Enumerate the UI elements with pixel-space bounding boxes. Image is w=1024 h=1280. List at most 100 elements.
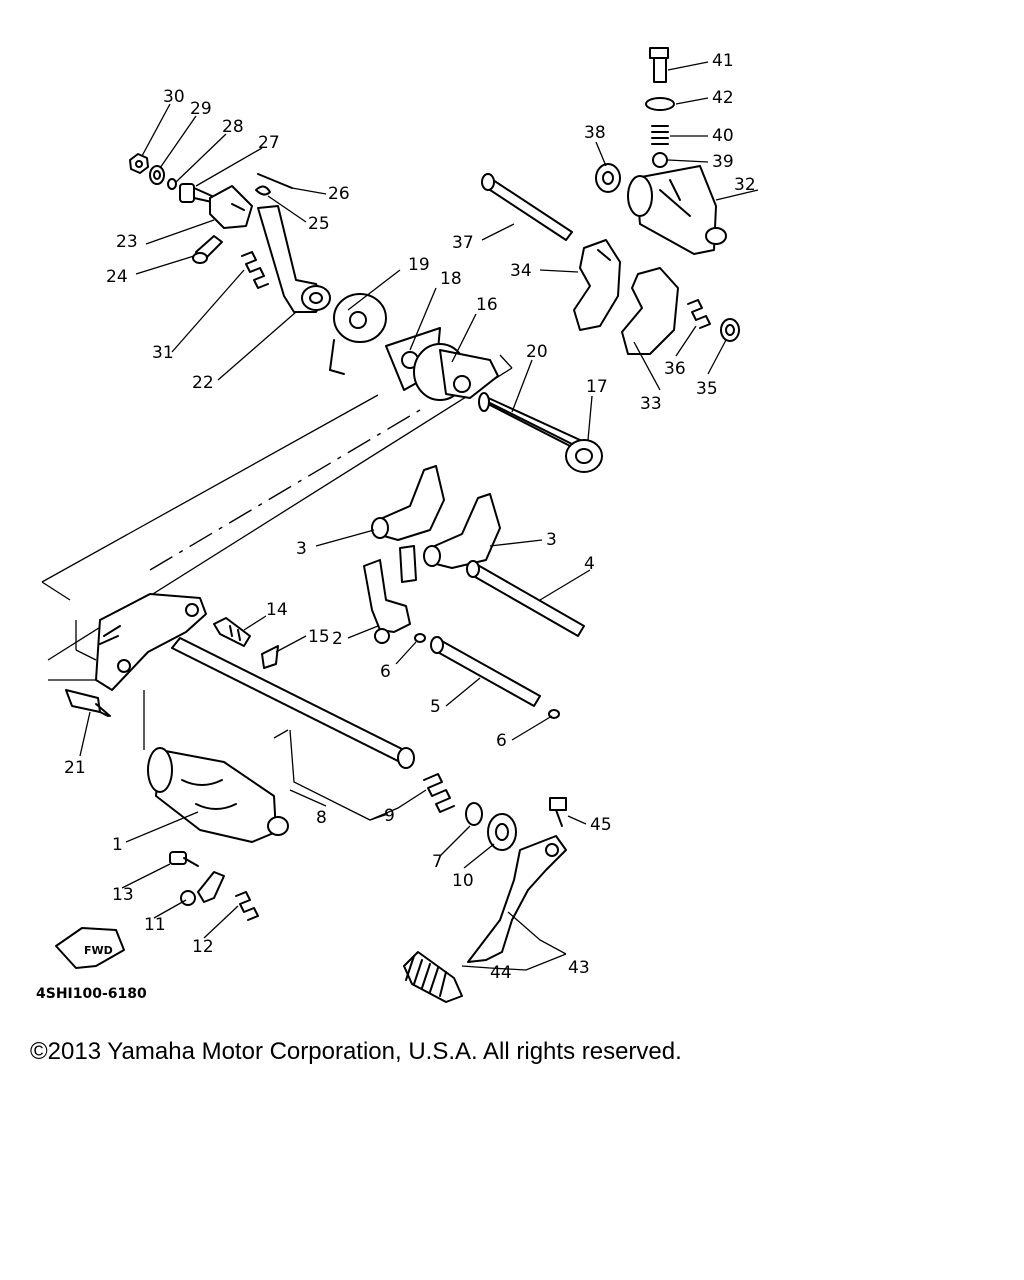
part-34-shift-fork [573, 239, 621, 331]
part-24-pin [192, 235, 223, 264]
callout-5: 5 [430, 697, 441, 717]
callout-40: 40 [712, 126, 734, 146]
callout-42: 42 [712, 88, 734, 108]
callout-41: 41 [712, 51, 734, 71]
callout-28: 28 [222, 117, 244, 137]
part-31-spring [241, 251, 269, 289]
callout-44: 44 [490, 963, 512, 983]
part-37-shaft [481, 173, 573, 241]
part-36-spring [687, 299, 711, 329]
part-3-shift-fork-right [423, 493, 501, 569]
callout-labels: 30 29 28 27 26 25 23 24 31 22 19 18 16 2… [64, 51, 756, 983]
callout-23: 23 [116, 232, 138, 252]
part-19-segment-plate [329, 293, 387, 375]
part-35-washer [720, 318, 740, 342]
callout-37: 37 [452, 233, 474, 253]
callout-15: 15 [308, 627, 330, 647]
callout-30: 30 [163, 87, 185, 107]
callout-16: 16 [476, 295, 498, 315]
callout-34: 34 [510, 261, 532, 281]
part-23-lever-end [209, 185, 253, 229]
callout-22: 22 [192, 373, 214, 393]
part-15-lock-washer [261, 645, 279, 669]
part-6-clip [414, 633, 426, 643]
part-11-stopper-lever [180, 871, 225, 906]
part-27-bolt [179, 183, 213, 203]
callout-32: 32 [734, 175, 756, 195]
part-5-guide-bar [430, 636, 541, 707]
part-2-shift-fork [363, 545, 417, 644]
part-13-bolt [169, 851, 199, 867]
callout-39: 39 [712, 152, 734, 172]
callout-45: 45 [590, 815, 612, 835]
callout-17: 17 [586, 377, 608, 397]
callout-12: 12 [192, 937, 214, 957]
callout-3-left: 3 [296, 539, 307, 559]
part-44-pedal-rubber [403, 951, 463, 1003]
part-28-ring [167, 178, 177, 190]
part-6-clip-lower [548, 709, 560, 719]
part-code: 4SHI100-6180 [36, 986, 147, 1002]
part-45-bolt [549, 797, 567, 827]
part-9-spring [423, 773, 455, 813]
callout-43: 43 [568, 958, 590, 978]
callout-1: 1 [112, 835, 123, 855]
callout-13: 13 [112, 885, 134, 905]
part-33-shift-fork [621, 267, 679, 355]
copyright-notice: ©2013 Yamaha Motor Corporation, U.S.A. A… [30, 1038, 682, 1065]
part-7-washer [465, 802, 483, 826]
callout-26: 26 [328, 184, 350, 204]
callout-4: 4 [584, 554, 595, 574]
callout-10: 10 [452, 871, 474, 891]
part-1-shift-drum [147, 747, 289, 843]
callout-38: 38 [584, 123, 606, 143]
part-21-bolt [65, 689, 111, 717]
fwd-arrow-icon: FWD [55, 927, 125, 969]
part-38-bearing [595, 163, 621, 193]
callout-6-upper: 6 [380, 662, 391, 682]
callout-18: 18 [440, 269, 462, 289]
callout-9: 9 [384, 806, 395, 826]
part-4-guide-bar [466, 560, 585, 637]
callout-36: 36 [664, 359, 686, 379]
part-12-spring [235, 891, 259, 921]
callout-25: 25 [308, 214, 330, 234]
callout-35: 35 [696, 379, 718, 399]
callout-21: 21 [64, 758, 86, 778]
part-29-washer [149, 165, 165, 185]
part-41-bolt [649, 47, 669, 83]
callout-14: 14 [266, 600, 288, 620]
callout-27: 27 [258, 133, 280, 153]
part-10-collar [487, 813, 517, 851]
callout-29: 29 [190, 99, 212, 119]
part-3-shift-fork-left [371, 465, 445, 541]
callout-11: 11 [144, 915, 166, 935]
part-26-pin [257, 173, 293, 189]
callout-3-right: 3 [546, 530, 557, 550]
part-43-shift-pedal [467, 835, 567, 963]
part-22-shift-arm [257, 205, 331, 313]
callout-2: 2 [332, 629, 343, 649]
leader-lines [79, 61, 759, 971]
part-32-shift-drum [627, 165, 727, 255]
part-17-bearing [565, 439, 603, 473]
part-39-ball [652, 152, 668, 168]
part-42-washer [645, 97, 675, 111]
callout-8: 8 [316, 808, 327, 828]
part-40-spring [651, 125, 669, 145]
part-20-shaft [478, 392, 581, 449]
part-14-bolt [213, 617, 251, 647]
callout-6-lower: 6 [496, 731, 507, 751]
callout-19: 19 [408, 255, 430, 275]
part-8-shift-shaft-assembly [95, 593, 415, 769]
part-16-stopper [413, 343, 499, 401]
callout-7: 7 [432, 852, 443, 872]
callout-20: 20 [526, 342, 548, 362]
callout-24: 24 [106, 267, 128, 287]
callout-31: 31 [152, 343, 174, 363]
fwd-label: FWD [84, 944, 113, 957]
part-30-nut [129, 153, 149, 174]
part-25-clip [255, 185, 271, 196]
callout-33: 33 [640, 394, 662, 414]
